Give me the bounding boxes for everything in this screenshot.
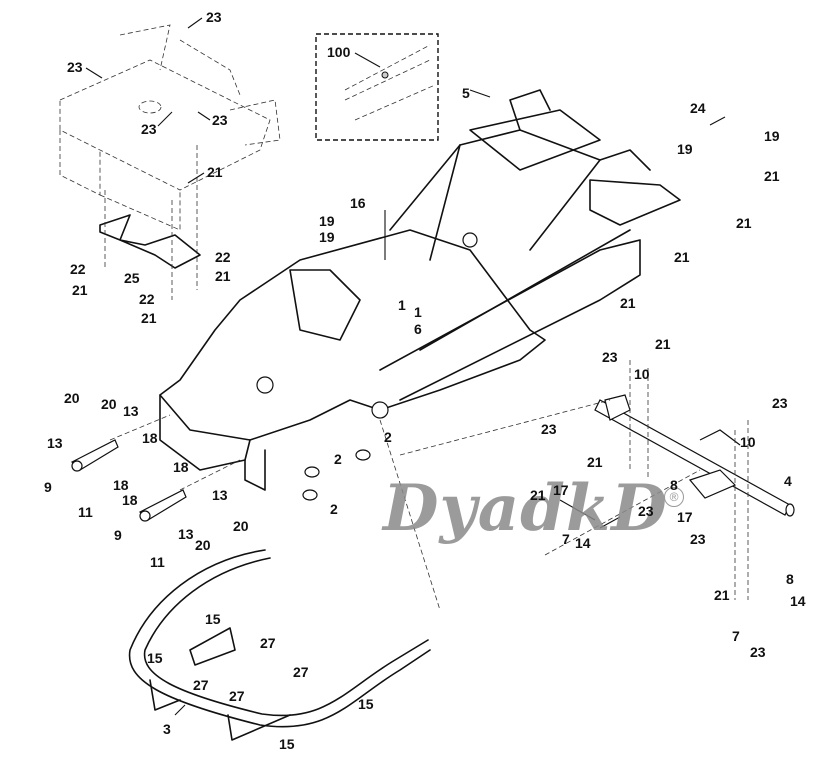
callout-15: 15 bbox=[205, 611, 221, 627]
callout-21: 21 bbox=[620, 295, 636, 311]
callout-21: 21 bbox=[587, 454, 603, 470]
callout-25: 25 bbox=[124, 270, 140, 286]
callout-23: 23 bbox=[206, 9, 222, 25]
callout-21: 21 bbox=[714, 587, 730, 603]
callout-11: 11 bbox=[150, 554, 165, 570]
callout-27: 27 bbox=[229, 688, 245, 704]
callout-18: 18 bbox=[173, 459, 189, 475]
callout-23: 23 bbox=[690, 531, 706, 547]
callout-17: 17 bbox=[553, 482, 569, 498]
callout-21: 21 bbox=[207, 164, 223, 180]
callout-14: 14 bbox=[575, 535, 591, 551]
callout-13: 13 bbox=[212, 487, 228, 503]
callout-23: 23 bbox=[772, 395, 788, 411]
callout-22: 22 bbox=[215, 249, 231, 265]
callout-27: 27 bbox=[193, 677, 209, 693]
callout-16: 16 bbox=[350, 195, 366, 211]
callout-18: 18 bbox=[113, 477, 129, 493]
callout-8: 8 bbox=[670, 477, 678, 493]
rear-axle-bar bbox=[399, 360, 795, 600]
callout-19: 19 bbox=[764, 128, 780, 144]
callout-9: 9 bbox=[44, 479, 52, 495]
front-bumper bbox=[128, 419, 441, 741]
callout-7: 7 bbox=[732, 628, 740, 644]
callout-13: 13 bbox=[123, 403, 139, 419]
callout-20: 20 bbox=[64, 390, 80, 406]
rubber-spacers bbox=[302, 449, 371, 501]
callout-2: 2 bbox=[334, 451, 342, 467]
registered-mark: ® bbox=[664, 487, 684, 507]
callout-6: 6 bbox=[414, 321, 422, 337]
leader-lines bbox=[85, 17, 726, 716]
callout-23: 23 bbox=[141, 121, 157, 137]
callout-2: 2 bbox=[330, 501, 338, 517]
callout-23: 23 bbox=[750, 644, 766, 660]
callout-15: 15 bbox=[279, 736, 295, 752]
callout-9: 9 bbox=[114, 527, 122, 543]
callout-23: 23 bbox=[638, 503, 654, 519]
callout-20: 20 bbox=[101, 396, 117, 412]
callout-21: 21 bbox=[736, 215, 752, 231]
seat-pan-subassembly bbox=[59, 24, 281, 300]
callout-23: 23 bbox=[602, 349, 618, 365]
callout-24: 24 bbox=[690, 100, 706, 116]
hitch-links bbox=[70, 414, 241, 522]
callout-14: 14 bbox=[790, 593, 806, 609]
callout-17: 17 bbox=[677, 509, 693, 525]
callout-19: 19 bbox=[677, 141, 693, 157]
callout-100: 100 bbox=[327, 44, 351, 60]
callout-10: 10 bbox=[740, 434, 756, 450]
callout-23: 23 bbox=[67, 59, 83, 75]
callout-21: 21 bbox=[764, 168, 780, 184]
callout-20: 20 bbox=[195, 537, 211, 553]
callout-21: 21 bbox=[141, 310, 157, 326]
callout-5: 5 bbox=[462, 85, 470, 101]
callout-18: 18 bbox=[142, 430, 158, 446]
callout-20: 20 bbox=[233, 518, 249, 534]
callout-19: 19 bbox=[319, 213, 335, 229]
callout-1: 1 bbox=[398, 297, 406, 313]
main-frame bbox=[159, 89, 681, 491]
callout-3: 3 bbox=[163, 721, 171, 737]
callout-23: 23 bbox=[541, 421, 557, 437]
callout-21: 21 bbox=[655, 336, 671, 352]
callout-22: 22 bbox=[70, 261, 86, 277]
callout-27: 27 bbox=[260, 635, 276, 651]
callout-23: 23 bbox=[212, 112, 228, 128]
callout-10: 10 bbox=[634, 366, 650, 382]
callout-4: 4 bbox=[784, 473, 792, 489]
callout-21: 21 bbox=[530, 487, 546, 503]
callout-2: 2 bbox=[384, 429, 392, 445]
callout-13: 13 bbox=[47, 435, 63, 451]
callout-18: 18 bbox=[122, 492, 138, 508]
watermark: DyadkD bbox=[383, 471, 668, 546]
callout-15: 15 bbox=[147, 650, 163, 666]
callout-13: 13 bbox=[178, 526, 194, 542]
callout-21: 21 bbox=[72, 282, 88, 298]
callout-22: 22 bbox=[139, 291, 155, 307]
callout-19: 19 bbox=[319, 229, 335, 245]
callout-21: 21 bbox=[215, 268, 231, 284]
callout-11: 11 bbox=[78, 504, 93, 520]
callout-27: 27 bbox=[293, 664, 309, 680]
callout-8: 8 bbox=[786, 571, 794, 587]
callout-21: 21 bbox=[674, 249, 690, 265]
callout-15: 15 bbox=[358, 696, 374, 712]
detail-inset bbox=[315, 33, 439, 141]
callout-1: 1 bbox=[414, 304, 422, 320]
callout-7: 7 bbox=[562, 531, 570, 547]
